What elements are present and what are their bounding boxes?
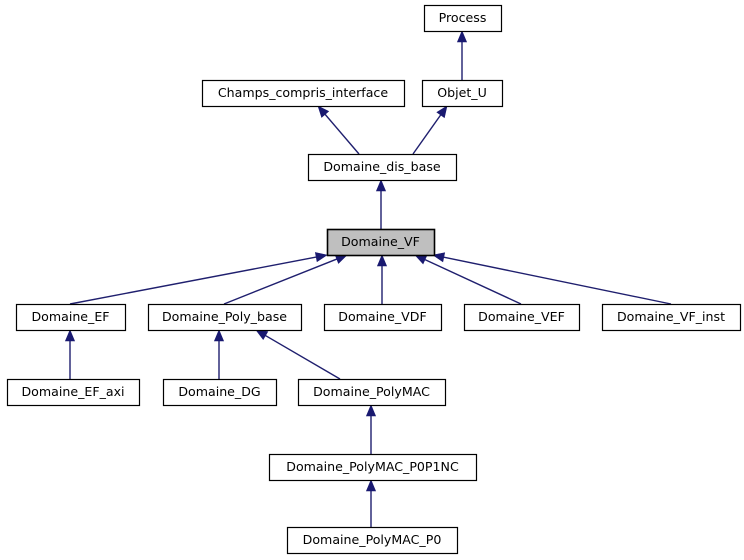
- class-name-label: Domaine_PolyMAC_P0: [303, 532, 442, 547]
- class-box[interactable]: [286, 526, 459, 555]
- arrowhead-icon: [436, 105, 448, 119]
- class-node-domaine_ef[interactable]: Domaine_EF: [15, 303, 127, 332]
- class-node-domaine_dg[interactable]: Domaine_DG: [162, 378, 278, 407]
- arrowhead-icon: [314, 252, 328, 263]
- class-node-domaine_poly_base[interactable]: Domaine_Poly_base: [147, 303, 303, 332]
- class-node-domaine_vf[interactable]: Domaine_VF: [326, 228, 436, 257]
- class-name-label: Process: [439, 10, 487, 25]
- inheritance-edge: [255, 329, 341, 380]
- arrowhead-icon: [64, 329, 76, 342]
- class-node-domaine_vf_inst[interactable]: Domaine_VF_inst: [601, 303, 742, 332]
- arrowhead-icon: [376, 254, 388, 267]
- class-box[interactable]: [15, 303, 127, 332]
- inheritance-edge: [365, 479, 377, 527]
- inheritance-edge: [365, 404, 377, 454]
- inheritance-edge: [317, 105, 360, 155]
- arrowhead-icon: [414, 254, 428, 265]
- class-name-label: Domaine_EF_axi: [21, 384, 124, 399]
- class-box[interactable]: [6, 378, 141, 407]
- arrowhead-icon: [456, 30, 468, 43]
- class-name-label: Domaine_PolyMAC: [313, 384, 430, 399]
- class-box[interactable]: [147, 303, 303, 332]
- edge-line: [265, 334, 341, 380]
- edge-line: [223, 258, 338, 305]
- class-box[interactable]: [297, 378, 447, 407]
- class-box[interactable]: [601, 303, 742, 332]
- class-box[interactable]: [268, 453, 478, 482]
- class-name-label: Domaine_VF_inst: [617, 309, 725, 324]
- arrowhead-icon: [365, 479, 377, 492]
- class-box[interactable]: [326, 228, 436, 257]
- arrowhead-icon: [365, 404, 377, 417]
- class-name-label: Domaine_Poly_base: [162, 309, 287, 324]
- class-box[interactable]: [463, 303, 581, 332]
- inheritance-edge: [414, 254, 522, 305]
- class-box[interactable]: [421, 79, 504, 108]
- arrowhead-icon: [432, 252, 446, 263]
- class-box[interactable]: [162, 378, 278, 407]
- class-node-domaine_ef_axi[interactable]: Domaine_EF_axi: [6, 378, 141, 407]
- class-node-domaine_dis_base[interactable]: Domaine_dis_base: [307, 153, 458, 182]
- inheritance-edge: [412, 105, 448, 155]
- class-name-label: Champs_compris_interface: [218, 85, 388, 100]
- class-box[interactable]: [201, 79, 406, 108]
- class-node-domaine_polymac_p0p1nc[interactable]: Domaine_PolyMAC_P0P1NC: [268, 453, 478, 482]
- edge-line: [443, 256, 672, 305]
- edge-line: [412, 114, 442, 155]
- edge-line: [324, 113, 360, 155]
- class-node-domaine_polymac[interactable]: Domaine_PolyMAC: [297, 378, 447, 407]
- inheritance-edge: [456, 30, 468, 80]
- class-node-domaine_vef[interactable]: Domaine_VEF: [463, 303, 581, 332]
- class-name-label: Domaine_PolyMAC_P0P1NC: [286, 459, 459, 474]
- inheritance-edge: [223, 254, 348, 305]
- class-node-objet_u[interactable]: Objet_U: [421, 79, 504, 108]
- arrowhead-icon: [213, 329, 225, 342]
- arrowhead-icon: [375, 179, 387, 192]
- class-name-label: Domaine_VF: [341, 234, 420, 249]
- edges-layer: [64, 30, 672, 527]
- class-box[interactable]: [307, 153, 458, 182]
- class-box[interactable]: [423, 4, 503, 33]
- class-name-label: Domaine_VEF: [478, 309, 565, 324]
- arrowhead-icon: [317, 105, 330, 118]
- class-name-label: Domaine_VDF: [338, 309, 426, 324]
- inheritance-edge: [432, 252, 672, 305]
- class-name-label: Domaine_DG: [178, 384, 260, 399]
- arrowhead-icon: [255, 329, 269, 341]
- class-node-process[interactable]: Process: [423, 4, 503, 33]
- inheritance-edge: [375, 179, 387, 229]
- class-node-champs_compris[interactable]: Champs_compris_interface: [201, 79, 406, 108]
- class-name-label: Objet_U: [437, 85, 487, 100]
- inheritance-edge: [376, 254, 388, 304]
- inheritance-edge: [69, 252, 328, 305]
- inheritance-edge: [64, 329, 76, 379]
- class-box[interactable]: [323, 303, 443, 332]
- class-node-domaine_vdf[interactable]: Domaine_VDF: [323, 303, 443, 332]
- class-name-label: Domaine_dis_base: [323, 159, 441, 174]
- edge-line: [424, 258, 522, 305]
- edge-line: [69, 256, 317, 305]
- inheritance-edge: [213, 329, 225, 379]
- class-name-label: Domaine_EF: [31, 309, 109, 324]
- class-node-domaine_polymac_p0[interactable]: Domaine_PolyMAC_P0: [286, 526, 459, 555]
